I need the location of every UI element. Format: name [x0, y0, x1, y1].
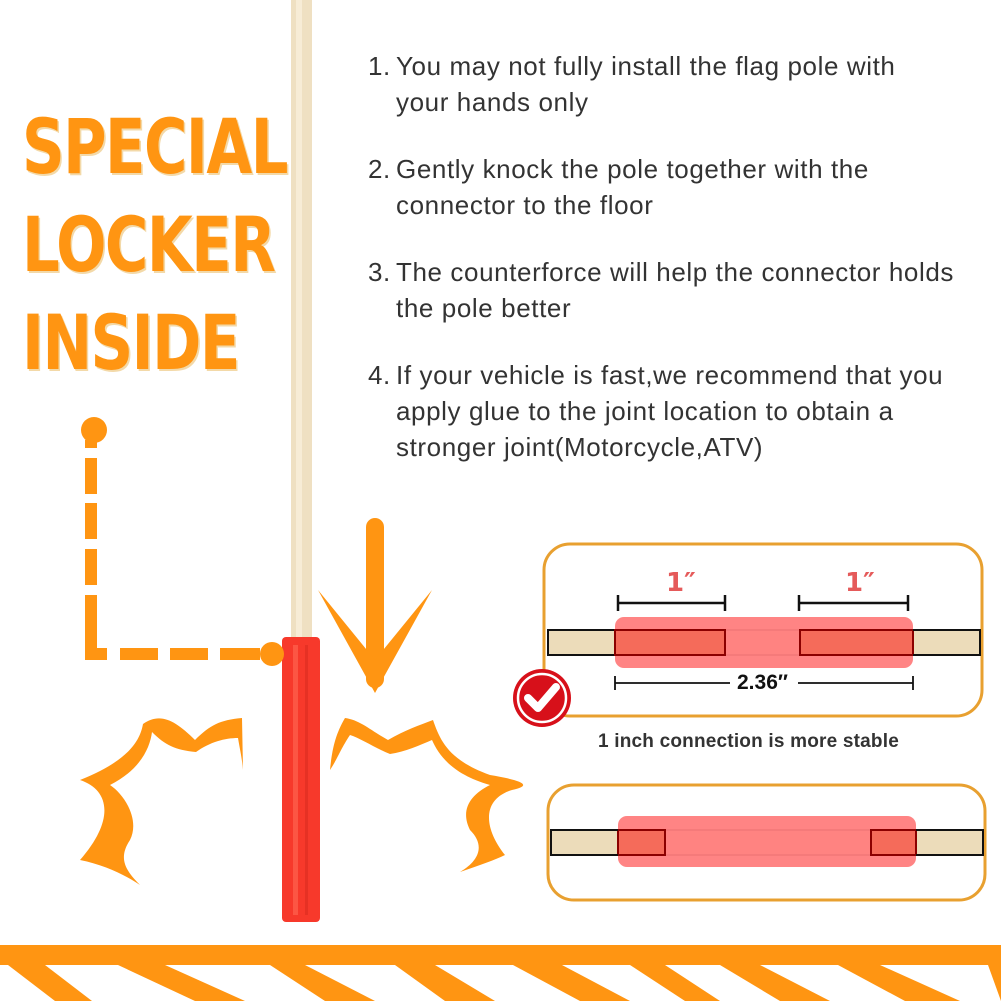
impact-burst-right-icon — [330, 718, 524, 872]
step-1: 1. You may not fully install the flag po… — [368, 48, 988, 120]
red-connector — [282, 637, 320, 922]
step-4: 4. If your vehicle is fast,we recommend … — [368, 357, 988, 465]
step-2: 2. Gently knock the pole together with t… — [368, 151, 988, 223]
left-insert-length-label: 1″ — [666, 568, 696, 598]
step-3: 3. The counterforce will help the connec… — [368, 254, 988, 326]
right-insert-length-label: 1″ — [845, 568, 875, 598]
step-number: 1. — [368, 51, 391, 81]
correct-connection-caption: 1 inch connection is more stable — [598, 731, 899, 752]
instruction-steps: 1. You may not fully install the flag po… — [368, 48, 988, 496]
total-length-label: 2.36″ — [737, 671, 788, 694]
step-number: 4. — [368, 360, 391, 390]
wooden-pole — [291, 0, 312, 640]
step-number: 2. — [368, 154, 391, 184]
correct-connection-diagram — [542, 542, 984, 718]
dashed-callout-line — [81, 417, 284, 666]
step-text: You may not fully install the flag pole … — [396, 51, 896, 117]
impact-burst-left-icon — [80, 718, 243, 885]
step-text: Gently knock the pole together with the … — [396, 154, 869, 220]
down-arrow-icon — [318, 518, 432, 693]
step-text: The counterforce will help the connector… — [396, 257, 955, 323]
step-number: 3. — [368, 257, 391, 287]
floor — [0, 945, 1001, 1001]
headline-line-3: INSIDE — [22, 298, 240, 387]
short-connection-diagram — [546, 783, 987, 902]
step-text: If your vehicle is fast,we recommend tha… — [396, 360, 944, 462]
check-circle-icon — [513, 669, 571, 727]
